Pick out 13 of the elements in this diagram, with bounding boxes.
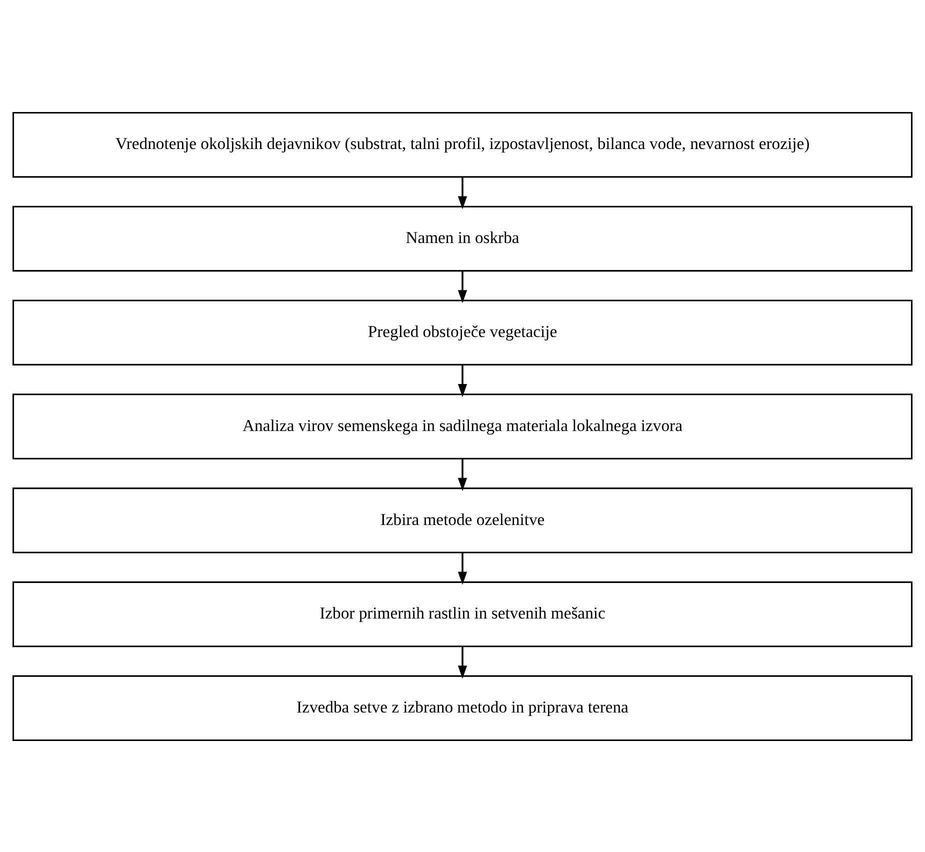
- arrow: [458, 176, 468, 209]
- arrow: [458, 458, 468, 490]
- arrow: [458, 552, 468, 584]
- node-box: Izvedba setve z izbrano metodo in priprava terena: [12, 674, 912, 741]
- node-box: Pregled obstoječe vegetacije: [12, 299, 912, 365]
- arrow: [458, 364, 468, 397]
- arrow: [458, 646, 468, 678]
- node-box: Vrednotenje okoljskih dejavnikov (substrat, talni profil, izpostavljenost, bilanca vode, nevarnost erozije): [12, 111, 912, 178]
- arrow: [458, 270, 468, 303]
- node-box: Izbira metode ozelenitve: [12, 487, 912, 553]
- node-box: Analiza virov semenskega in sadilnega materiala lokalnega izvora: [12, 393, 912, 459]
- node-box: Izbor primernih rastlin in setvenih mešanic: [12, 580, 912, 647]
- node-box: Namen in oskrba: [12, 205, 912, 272]
